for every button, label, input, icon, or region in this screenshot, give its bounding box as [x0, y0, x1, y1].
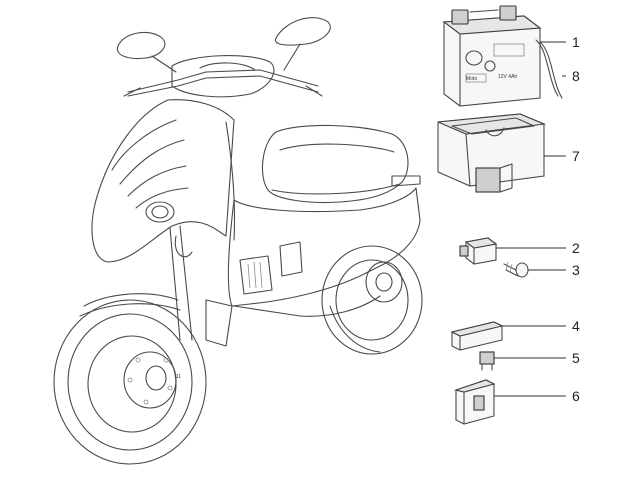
seat [261, 124, 409, 203]
relay [459, 237, 498, 265]
front-fairing [91, 99, 236, 263]
svg-text:11: 11 [176, 374, 181, 380]
svg-text:12V 4Ah: 12V 4Ah [498, 74, 517, 80]
callout-3: 3 [572, 262, 580, 278]
screw [503, 261, 529, 278]
fuse-box [454, 379, 496, 425]
body-panels [205, 175, 421, 347]
callout-8: 8 [572, 68, 580, 84]
battery-tray [437, 113, 547, 193]
fuse-holder [450, 321, 504, 351]
callout-7: 7 [572, 148, 580, 164]
handlebar [116, 17, 331, 98]
front-wheel: 11 [53, 225, 207, 465]
callout-5: 5 [572, 350, 580, 366]
scooter-illustration: 11 [53, 17, 423, 465]
rear-wheel [321, 245, 423, 355]
battery: Moto 12V 4Ah [442, 5, 563, 107]
callout-1: 1 [572, 34, 580, 50]
svg-text:Moto: Moto [466, 76, 477, 82]
callout-numbers: 1 8 7 2 3 4 5 6 [572, 34, 580, 404]
callout-2: 2 [572, 240, 580, 256]
leader-lines [494, 41, 566, 397]
callout-6: 6 [572, 388, 580, 404]
fuse [479, 351, 495, 371]
callout-4: 4 [572, 318, 580, 334]
